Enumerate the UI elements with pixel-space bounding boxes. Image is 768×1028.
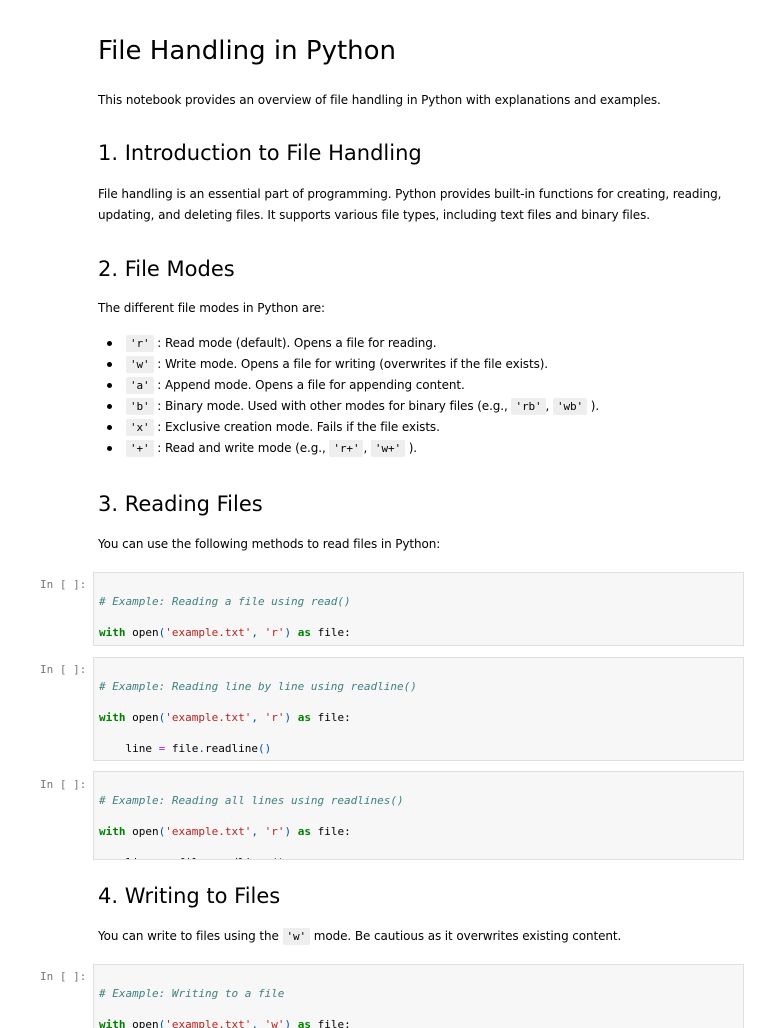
intro-cell: This notebook provides an overview of fi… — [98, 90, 738, 111]
title-cell: File Handling in Python — [98, 36, 738, 67]
section-2-lead-text: The different file modes in Python are: — [98, 301, 325, 315]
inline-code: 'wb' — [552, 398, 588, 415]
inline-code: 'r+' — [329, 440, 364, 457]
section-2: 2. File Modes — [98, 257, 738, 282]
inline-code: 'b' — [126, 398, 154, 415]
section-1-body: File handling is an essential part of pr… — [98, 184, 738, 226]
intro-text: This notebook provides an overview of fi… — [98, 93, 661, 107]
cell-prompt: In [ ]: — [40, 970, 87, 983]
section-1-paragraph-line-2: updating, and deleting files. It support… — [98, 208, 650, 222]
section-3-lead-text: You can use the following methods to rea… — [98, 537, 441, 551]
code-cell-read[interactable]: # Example: Reading a file using read() w… — [93, 572, 744, 646]
list-item: 'w' : Write mode. Opens a file for writi… — [98, 354, 738, 375]
list-item: '+' : Read and write mode (e.g., 'r+', '… — [98, 438, 738, 459]
inline-code: 'w' — [126, 356, 154, 373]
inline-code: 'w' — [282, 928, 311, 945]
section-4-lead: You can write to files using the 'w' mod… — [98, 926, 738, 947]
cell-prompt: In [ ]: — [40, 778, 87, 791]
section-3: 3. Reading Files — [98, 492, 738, 517]
code-cell-readlines[interactable]: # Example: Reading all lines using readl… — [93, 771, 744, 860]
list-item: 'b' : Binary mode. Used with other modes… — [98, 396, 738, 417]
cell-prompt: In [ ]: — [40, 578, 87, 591]
section-2-heading: 2. File Modes — [98, 257, 235, 281]
section-1-paragraph-line-1: File handling is an essential part of pr… — [98, 187, 722, 201]
inline-code: '+' — [126, 440, 154, 457]
section-2-lead: The different file modes in Python are: — [98, 298, 738, 319]
section-1: 1. Introduction to File Handling — [98, 141, 738, 166]
list-item: 'a' : Append mode. Opens a file for appe… — [98, 375, 738, 396]
cell-prompt: In [ ]: — [40, 663, 87, 676]
code-cell-write[interactable]: # Example: Writing to a file with open('… — [93, 964, 744, 1028]
section-3-lead: You can use the following methods to rea… — [98, 534, 738, 555]
section-4-heading: 4. Writing to Files — [98, 884, 281, 908]
inline-code: 'r' — [126, 335, 154, 352]
inline-code: 'rb' — [511, 398, 546, 415]
file-modes-list-wrap: 'r' : Read mode (default). Opens a file … — [98, 333, 738, 459]
section-1-heading: 1. Introduction to File Handling — [98, 141, 422, 165]
inline-code: 'w+' — [370, 440, 406, 457]
page-title: File Handling in Python — [98, 36, 397, 66]
code-cell-readline[interactable]: # Example: Reading line by line using re… — [93, 657, 744, 761]
list-item: 'x' : Exclusive creation mode. Fails if … — [98, 417, 738, 438]
list-item: 'r' : Read mode (default). Opens a file … — [98, 333, 738, 354]
section-4-lead-text: You can write to files using the 'w' mod… — [98, 928, 622, 945]
file-modes-list: 'r' : Read mode (default). Opens a file … — [98, 333, 738, 459]
inline-code: 'x' — [126, 419, 154, 436]
section-3-heading: 3. Reading Files — [98, 492, 263, 516]
section-4: 4. Writing to Files — [98, 884, 738, 909]
inline-code: 'a' — [126, 377, 154, 394]
